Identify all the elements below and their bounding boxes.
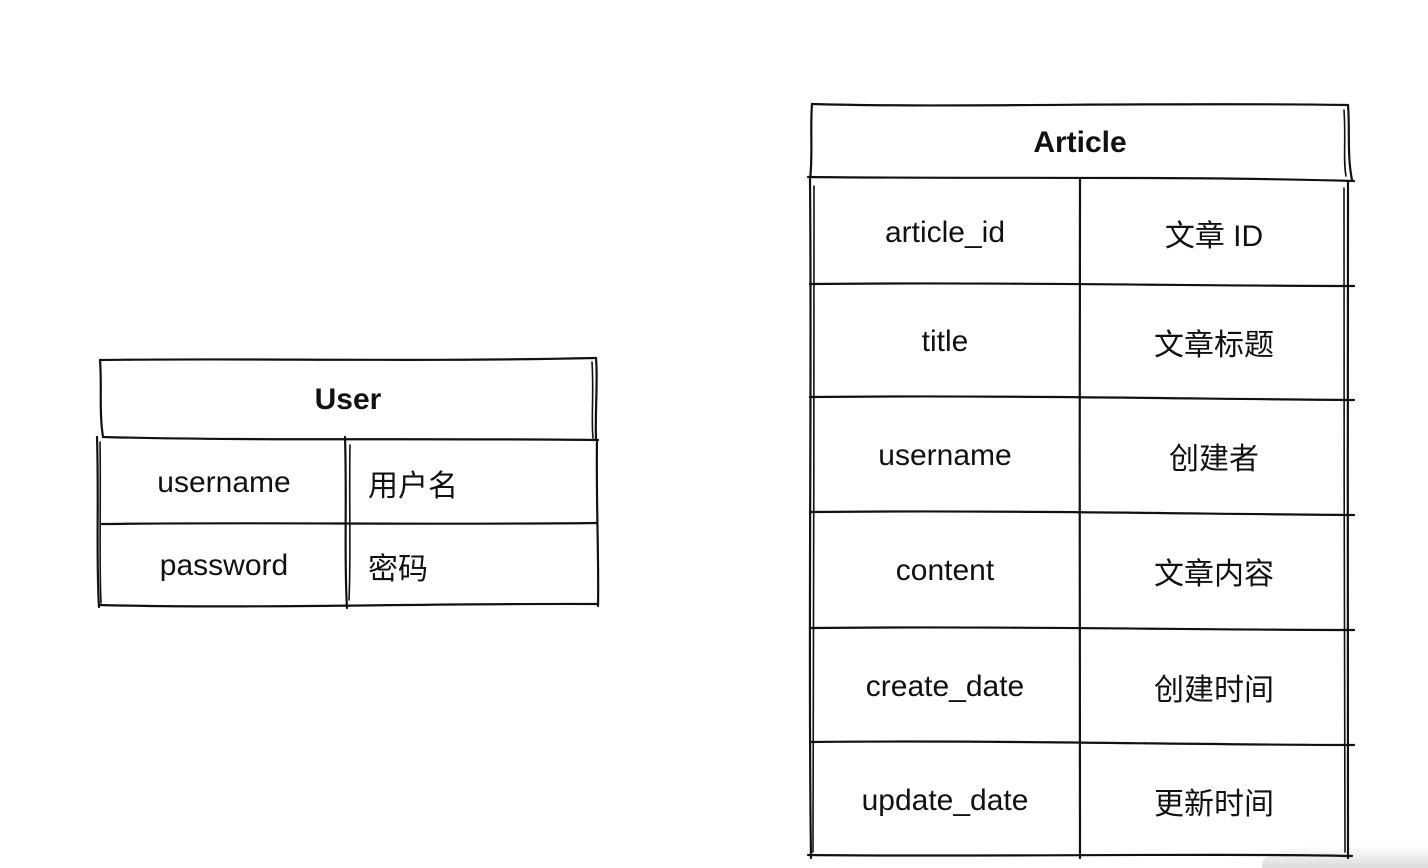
article-desc-username: 创建者 [1169, 443, 1259, 476]
article-desc-title: 文章标题 [1154, 329, 1274, 362]
user-field-username: username [157, 466, 291, 499]
article-desc-create-date: 创建时间 [1154, 674, 1274, 707]
user-table-outline [95, 356, 600, 610]
canvas-corner-shadow [1262, 846, 1428, 868]
article-field-title: title [921, 325, 969, 358]
user-field-password: password [159, 549, 289, 582]
article-field-create-date: create_date [865, 670, 1025, 703]
article-table-outline [806, 102, 1356, 860]
article-field-username: username [878, 439, 1012, 472]
user-desc-username: 用户名 [368, 470, 458, 503]
article-table-title: Article [1033, 126, 1127, 159]
article-desc-content: 文章内容 [1154, 558, 1274, 591]
article-field-article-id: article_id [884, 216, 1006, 249]
article-desc-article-id: 文章 ID [1164, 220, 1264, 253]
user-desc-password: 密码 [368, 553, 428, 586]
user-table-title: User [314, 383, 382, 416]
article-desc-update-date: 更新时间 [1154, 788, 1274, 821]
article-field-content: content [895, 554, 995, 587]
article-field-update-date: update_date [861, 784, 1029, 817]
